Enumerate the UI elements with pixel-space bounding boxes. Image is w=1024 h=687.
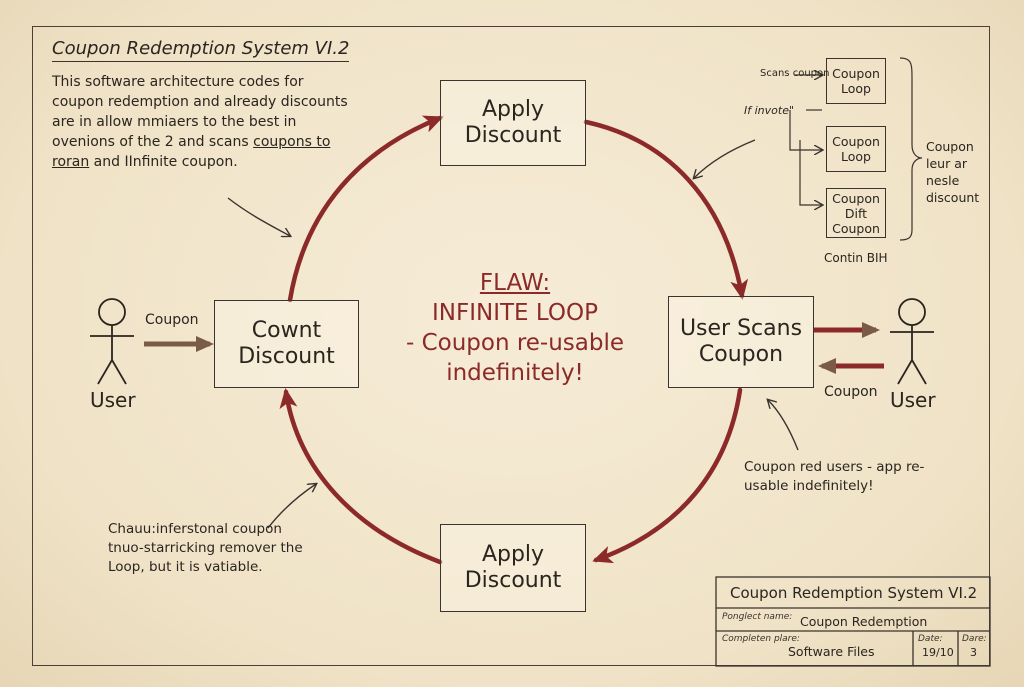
title-block-lines: [715, 576, 991, 667]
title-block-title: Coupon Redemption System VI.2: [730, 584, 978, 602]
project-name-label: Ponglect name:: [722, 612, 793, 622]
node-user-scans-coupon[interactable]: User Scans Coupon: [668, 296, 814, 388]
brace-label: Coupon leur ar nesle discount: [926, 139, 980, 205]
project-name-value: Coupon Redemption: [800, 614, 928, 629]
scans-coupon-label: Scans coupon: [760, 68, 830, 79]
flaw-callout: FLAW: INFINITE LOOP - Coupon re-usable i…: [395, 268, 635, 388]
flaw-heading: FLAW:: [479, 270, 551, 296]
node-apply-discount-bottom[interactable]: Apply Discount: [440, 524, 586, 612]
arrow-left-to-top: [287, 115, 444, 303]
completion-value: Software Files: [788, 644, 875, 659]
dare-value: 3: [970, 646, 977, 659]
arrow-bottom-to-left: [279, 388, 443, 565]
arrow-right-to-bottom: [592, 387, 743, 564]
flaw-line-3: indefinitely!: [446, 360, 584, 386]
right-user-figure: [890, 298, 934, 385]
subflow-connectors: [789, 57, 923, 241]
flaw-line-2: - Coupon re-usable: [405, 330, 625, 356]
diagram-title: Coupon Redemption System VI.2: [52, 38, 350, 62]
intro-text: This software architecture codes for cou…: [52, 74, 348, 150]
subflow-box-3[interactable]: Coupon Dift Coupon: [826, 188, 886, 238]
intro-underlined: coupons to roran: [52, 134, 331, 170]
contin-label: Contin BIH: [824, 251, 888, 265]
subflow-box-2[interactable]: Coupon Loop: [826, 126, 886, 172]
date-label: Date:: [918, 634, 943, 644]
intro-tail: and IInfinite coupon.: [89, 154, 238, 170]
subflow-box-1[interactable]: Coupon Loop: [826, 58, 886, 104]
intro-paragraph: This software architecture codes for cou…: [52, 72, 352, 172]
right-annotation: Coupon red users - app re-usable indefin…: [744, 459, 925, 494]
left-user-label: User: [90, 388, 136, 412]
loop-arrows: [279, 115, 749, 565]
pointer-arrows: [227, 139, 799, 529]
date-value: 19/10: [922, 646, 954, 659]
right-coupon-label: Coupon: [824, 384, 878, 400]
arrow-top-to-right: [583, 119, 749, 300]
if-invote-label: If invote": [744, 104, 795, 117]
dare-label: Dare:: [962, 634, 987, 644]
drawing-frame: [32, 26, 990, 666]
left-coupon-label: Coupon: [145, 312, 199, 328]
bottom-left-annotation: Chauu:inferstonal coupon tnuo-starrickin…: [108, 521, 303, 575]
flaw-line-1: INFINITE LOOP: [432, 300, 598, 326]
right-user-label: User: [890, 388, 936, 412]
completion-label: Completen plare:: [722, 634, 800, 644]
left-user-figure: [90, 298, 134, 385]
node-apply-discount-top[interactable]: Apply Discount: [440, 80, 586, 166]
node-count-discount[interactable]: Cownt Discount: [214, 300, 359, 388]
